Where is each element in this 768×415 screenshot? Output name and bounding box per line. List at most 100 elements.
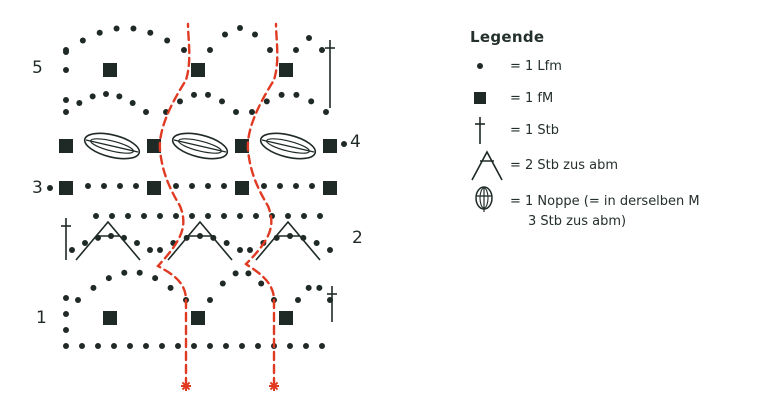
- chain-dot: [133, 183, 139, 189]
- single-crochet-square: [235, 139, 249, 153]
- row-number-3: 3: [32, 178, 43, 198]
- chain-dot: [293, 47, 299, 53]
- single-crochet-square: [235, 181, 249, 195]
- chain-dot: [127, 343, 133, 349]
- chain-dot: [293, 183, 299, 189]
- chain-dot: [223, 343, 229, 349]
- chain-dot: [237, 25, 243, 31]
- chain-dot: [96, 29, 103, 36]
- chain-dot: [316, 284, 323, 291]
- chain-dot: [125, 213, 131, 219]
- chain-dot: [173, 213, 179, 219]
- chain-dot: [76, 100, 83, 106]
- single-crochet-square: [147, 181, 161, 195]
- chain-dot: [323, 109, 329, 115]
- chain-dot: [152, 275, 159, 282]
- chain-dot: [189, 213, 195, 219]
- chain-dot: [258, 280, 265, 287]
- chain-dot: [63, 311, 69, 317]
- chain-dot: [189, 183, 195, 189]
- chain-dot: [285, 213, 291, 219]
- chain-dot: [239, 343, 245, 349]
- legend-item-bobble: = 1 Noppe (= in derselben M 3 Stb zus ab…: [470, 184, 760, 229]
- chain-dot: [167, 284, 174, 291]
- chain-dot: [255, 343, 261, 349]
- chain-dot: [306, 35, 312, 41]
- chain-dot: [267, 47, 273, 53]
- legend-text-bobble-continued: 3 Stb zus abm): [528, 214, 627, 229]
- chain-dot: [90, 284, 97, 291]
- chain-dot: [63, 327, 69, 333]
- double-crochet-cross-icon: [470, 114, 504, 146]
- chain-dot: [327, 247, 333, 253]
- chain-dot: [277, 183, 283, 189]
- single-crochet-square-icon: [470, 82, 504, 114]
- chain-dot: [116, 93, 123, 100]
- single-crochet-square: [103, 311, 117, 325]
- chain-dot: [143, 109, 149, 115]
- chain-dot: [63, 343, 69, 349]
- single-crochet-square: [279, 63, 293, 77]
- chain-dot: [293, 91, 300, 98]
- chain-dot: [157, 247, 163, 253]
- chain-dot: [157, 213, 163, 219]
- single-crochet-square: [323, 139, 337, 153]
- chain-dot: [130, 25, 137, 32]
- chain-dot: [159, 343, 165, 349]
- chain-dots: [47, 25, 347, 349]
- two-dc-together-symbol: [75, 220, 141, 261]
- chain-dot: [207, 297, 213, 303]
- single-crochet-square: [103, 63, 117, 77]
- chain-dot: [205, 213, 211, 219]
- red-path-lines: [156, 22, 279, 391]
- chain-dot: [245, 270, 252, 277]
- chain-dot: [69, 247, 75, 253]
- chain-dot: [141, 213, 147, 219]
- chain-dot: [89, 93, 96, 100]
- legend-text-chain: = 1 Lfm: [510, 58, 562, 74]
- chain-dot: [177, 98, 183, 105]
- chain-dot: [221, 213, 227, 219]
- chain-dot: [63, 67, 69, 73]
- chain-dot: [164, 37, 171, 44]
- legend-item-two-dc-together: = 2 Stb zus abm: [470, 146, 760, 184]
- chain-dot: [75, 297, 81, 303]
- chain-dot: [237, 247, 243, 253]
- chain-dot: [219, 280, 226, 287]
- chain-dot: [113, 25, 120, 32]
- start-star-marker: [181, 381, 191, 391]
- single-crochet-square: [59, 181, 73, 195]
- chain-dot: [319, 343, 325, 349]
- chain-dot: [261, 183, 267, 189]
- chain-dot: [205, 91, 211, 98]
- chain-dot: [147, 247, 153, 253]
- legend-text-double-crochet: = 1 Stb: [510, 122, 560, 138]
- chain-dot: [147, 29, 154, 36]
- single-crochet-square: [323, 181, 337, 195]
- legend: Legende = 1 Lfm = 1 fM = 1 Stb = 2 Stb z…: [470, 28, 760, 229]
- legend-item-double-crochet: = 1 Stb: [470, 114, 760, 146]
- row-number-1: 1: [36, 308, 47, 328]
- chain-dot: [93, 213, 99, 219]
- single-crochet-squares: [59, 63, 337, 325]
- bobble-symbol: [259, 132, 317, 160]
- chain-dot: [221, 183, 227, 189]
- chain-dot: [205, 183, 211, 189]
- chain-dot: [173, 183, 179, 189]
- bobble-symbol: [261, 139, 315, 153]
- chain-dot: [191, 91, 197, 98]
- chain-dot: [249, 109, 255, 115]
- chain-dot: [313, 240, 320, 246]
- legend-text-bobble: = 1 Noppe (= in derselben M: [510, 193, 700, 209]
- chain-dot: [63, 109, 69, 115]
- chain-dot: [121, 269, 128, 276]
- single-crochet-square: [191, 311, 205, 325]
- legend-item-chain: = 1 Lfm: [470, 50, 760, 82]
- chain-dot: [308, 98, 315, 105]
- row-number-5: 5: [32, 58, 43, 78]
- chain-dot: [63, 97, 69, 103]
- single-crochet-square: [59, 139, 73, 153]
- bobble-symbol: [85, 139, 139, 153]
- chain-dot-icon: [470, 50, 504, 82]
- chain-dot: [109, 213, 115, 219]
